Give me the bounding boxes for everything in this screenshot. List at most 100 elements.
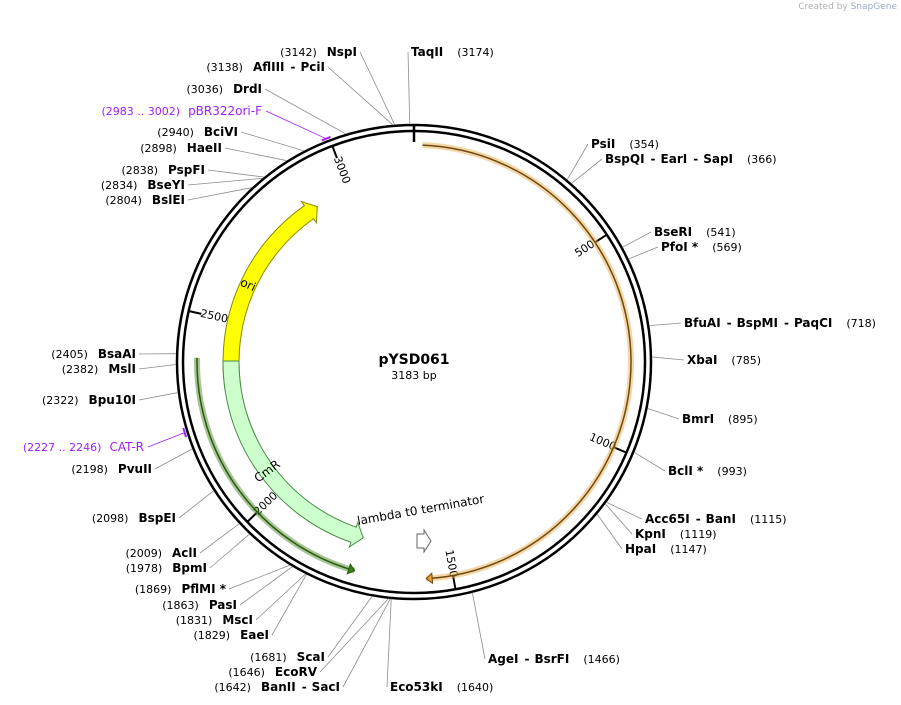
site-label: (1869)PflMI * [135, 582, 227, 596]
enzyme-name: Eco53kI [390, 680, 443, 694]
enzyme-name: BanI [706, 512, 736, 526]
site-label: (2405)BsaAI [51, 347, 136, 361]
credit-prefix: Created by [798, 2, 848, 12]
site-label: (1978) BpmI [126, 561, 207, 575]
site-position: (2804) [105, 194, 142, 207]
terminator-marker [416, 528, 432, 554]
site-position: (1869) [135, 583, 172, 596]
site-position: (569) [712, 241, 742, 254]
site-position: (1681) [250, 651, 287, 664]
site-position: (3036) [186, 83, 223, 96]
green-orf-line [196, 357, 355, 572]
site-label: BspQI-EarI-SapI(366) [605, 152, 777, 166]
site-bpu10i: (2322) Bpu10I [42, 392, 179, 407]
enzyme-name: MscI [222, 613, 253, 627]
site-banii: (1642)BanII-SacI [214, 598, 391, 694]
site-bcivi: (2940)BciVI [157, 125, 305, 152]
site-separator: - [696, 512, 701, 526]
tick-label: 3000 [331, 155, 353, 186]
site-msci: (1831)MscI [176, 573, 306, 627]
site-label: (1829)EaeI [194, 628, 269, 642]
site-bsaai: (2405)BsaAI [51, 347, 177, 361]
site-leader-line [207, 169, 265, 178]
site-leader-line [651, 356, 685, 361]
primer-bar [182, 427, 188, 438]
enzyme-name: AclI [172, 546, 197, 560]
site-label: PsiI (354) [591, 137, 659, 151]
site-position: (993) [717, 465, 747, 478]
site-acli: (2009)AclI [125, 523, 240, 560]
site-position: (1978) [126, 562, 163, 575]
tick-mark [595, 233, 608, 243]
primer-label: (2983 .. 3002)pBR322ori-F [102, 104, 263, 118]
site-label: KpnI(1119) [635, 527, 716, 541]
site-position: (2834) [101, 179, 138, 192]
terminator-label: lambda t0 terminator [356, 492, 485, 528]
site-leader-line [571, 158, 603, 184]
site-leader-line [633, 452, 666, 472]
plasmid-center: pYSD061 3183 bp [378, 352, 449, 382]
site-position: (2322) [42, 394, 79, 407]
enzyme-name: BseYI [147, 178, 185, 192]
enzyme-name: EcoRV [275, 665, 318, 679]
site-taqii: TaqII(3174) [407, 45, 494, 125]
site-separator: - [291, 60, 296, 74]
site-position: (1646) [228, 666, 265, 679]
enzyme-name: PsiI [591, 137, 615, 151]
site-position: (2198) [71, 463, 108, 476]
site-leader-line [327, 596, 373, 658]
enzyme-name: BslEI [152, 193, 185, 207]
site-label: (2834) BseYI [101, 178, 185, 192]
site-leader-line [228, 564, 291, 590]
orange-orf-halo [422, 142, 634, 582]
site-pvuii: (2198)PvuII [71, 448, 193, 476]
tick-mark [614, 446, 627, 454]
site-label: (2382)MslI [62, 362, 136, 376]
enzyme-name: PasI [209, 598, 237, 612]
site-label: (2940)BciVI [157, 125, 238, 139]
enzyme-name: Bpu10I [89, 393, 136, 407]
site-label: TaqII(3174) [411, 45, 494, 59]
site-label: Eco53kI(1640) [390, 680, 493, 694]
site-leader-line [240, 131, 305, 152]
site-label: (3142)NspI [280, 45, 357, 59]
enzyme-name: TaqII [411, 45, 443, 59]
enzyme-name: BclI * [668, 464, 704, 478]
enzyme-name: SapI [703, 152, 733, 166]
site-leader-line [407, 51, 411, 125]
site-position: (366) [747, 153, 777, 166]
site-psii: PsiI (354) [566, 137, 659, 180]
enzyme-name: SacI [312, 680, 340, 694]
site-label: (2198)PvuII [71, 462, 152, 476]
site-leader-line [154, 448, 193, 470]
site-label: (3036)DrdI [186, 82, 262, 96]
enzyme-name: BanII [261, 680, 296, 694]
site-leader-line [596, 513, 623, 550]
enzyme-name: BspQI [605, 152, 645, 166]
site-label: BclI * (993) [668, 464, 747, 478]
site-leader-line [471, 592, 486, 660]
primer-catr: (2227 .. 2246)CAT-R [23, 427, 188, 454]
site-bslei: (2804) BslEI [105, 187, 253, 207]
site-label: BseRI(541) [654, 225, 736, 239]
site-bpmi: (1978) BpmI [126, 533, 250, 575]
site-leader-line [178, 490, 215, 519]
site-leader-line [138, 364, 177, 370]
site-agei: AgeI-BsrFI(1466) [471, 592, 620, 666]
enzyme-name: BpmI [172, 561, 207, 575]
enzyme-name: EarI [661, 152, 688, 166]
tick-mark [246, 512, 258, 523]
site-position: (1115) [750, 513, 787, 526]
site-hpai: HpaI(1147) [596, 513, 707, 556]
site-position: (354) [629, 138, 659, 151]
snapgene-logo-text: SnapGene [850, 2, 897, 12]
site-position: (785) [731, 354, 761, 367]
site-position: (2838) [121, 164, 158, 177]
site-separator: - [524, 652, 529, 666]
site-label: (1831)MscI [176, 613, 253, 627]
enzyme-name: BciVI [204, 125, 238, 139]
site-position: (1829) [194, 629, 231, 642]
site-leader-line [604, 503, 633, 535]
restriction-sites: TaqII(3174) PsiI (354)BspQI - EarI - SapI (366)… [42, 45, 876, 694]
orange-orf-arrowhead [425, 572, 434, 585]
